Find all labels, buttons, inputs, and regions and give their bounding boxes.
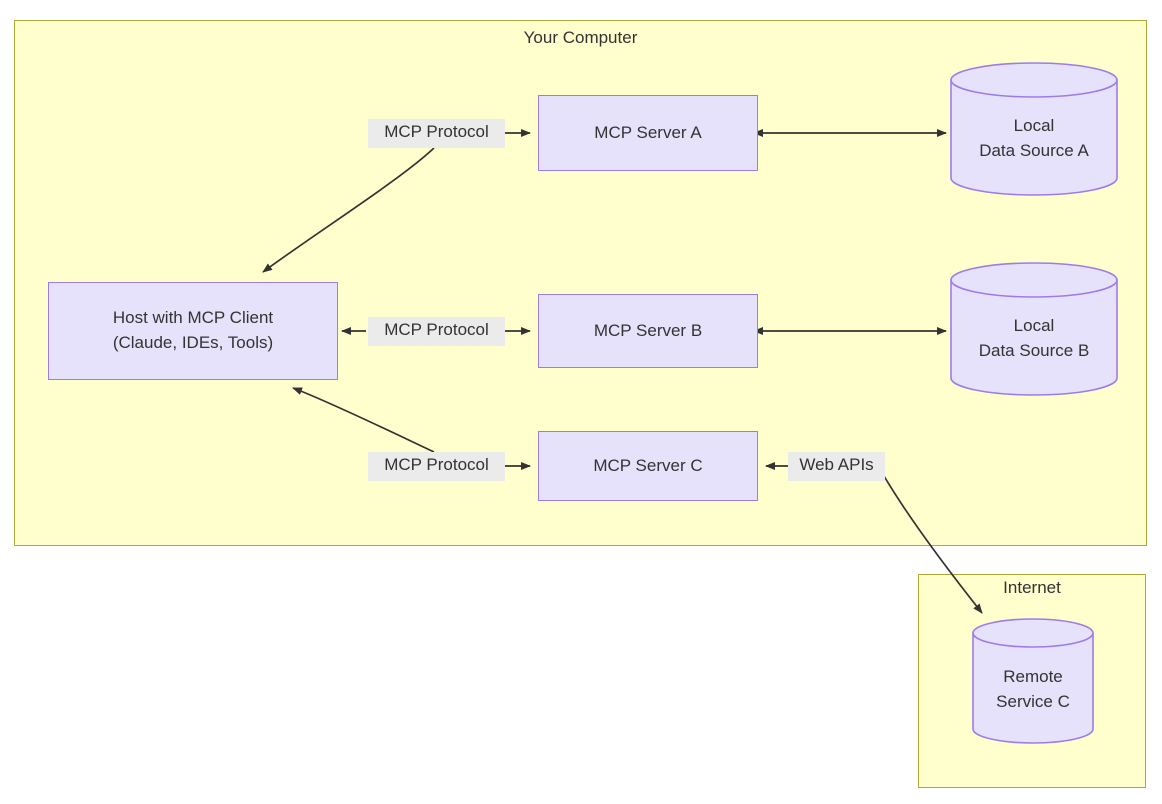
edge-label-mcp-protocol-b: MCP Protocol [368, 317, 505, 346]
host-label-line2: (Claude, IDEs, Tools) [112, 333, 274, 352]
node-host-with-mcp-client[interactable]: Host with MCP Client (Claude, IDEs, Tool… [48, 282, 338, 380]
cylinder-local-data-source-b [950, 262, 1118, 396]
group-internet-label: Internet [1003, 578, 1061, 597]
cylinder-local-data-source-a [950, 62, 1118, 196]
mcp-server-c-label: MCP Server C [593, 455, 703, 475]
mcp-server-a-label: MCP Server A [594, 122, 702, 142]
node-mcp-server-a[interactable]: MCP Server A [538, 95, 758, 171]
edge-host-server-a [262, 129, 531, 273]
node-mcp-server-c[interactable]: MCP Server C [538, 431, 758, 501]
node-mcp-server-b[interactable]: MCP Server B [538, 294, 758, 368]
cylinder-remote-service-c [972, 618, 1094, 744]
edge-server-c-remote-service-c [765, 462, 983, 614]
host-label-line1: Host with MCP Client [112, 308, 274, 328]
mcp-server-b-label: MCP Server B [593, 320, 703, 340]
group-your-computer-label: Your Computer [523, 28, 638, 47]
edge-host-server-c [292, 387, 531, 470]
edge-label-mcp-protocol-c: MCP Protocol [368, 452, 505, 481]
edge-label-mcp-protocol-a: MCP Protocol [368, 119, 505, 148]
edge-label-web-apis: Web APIs [788, 452, 885, 481]
